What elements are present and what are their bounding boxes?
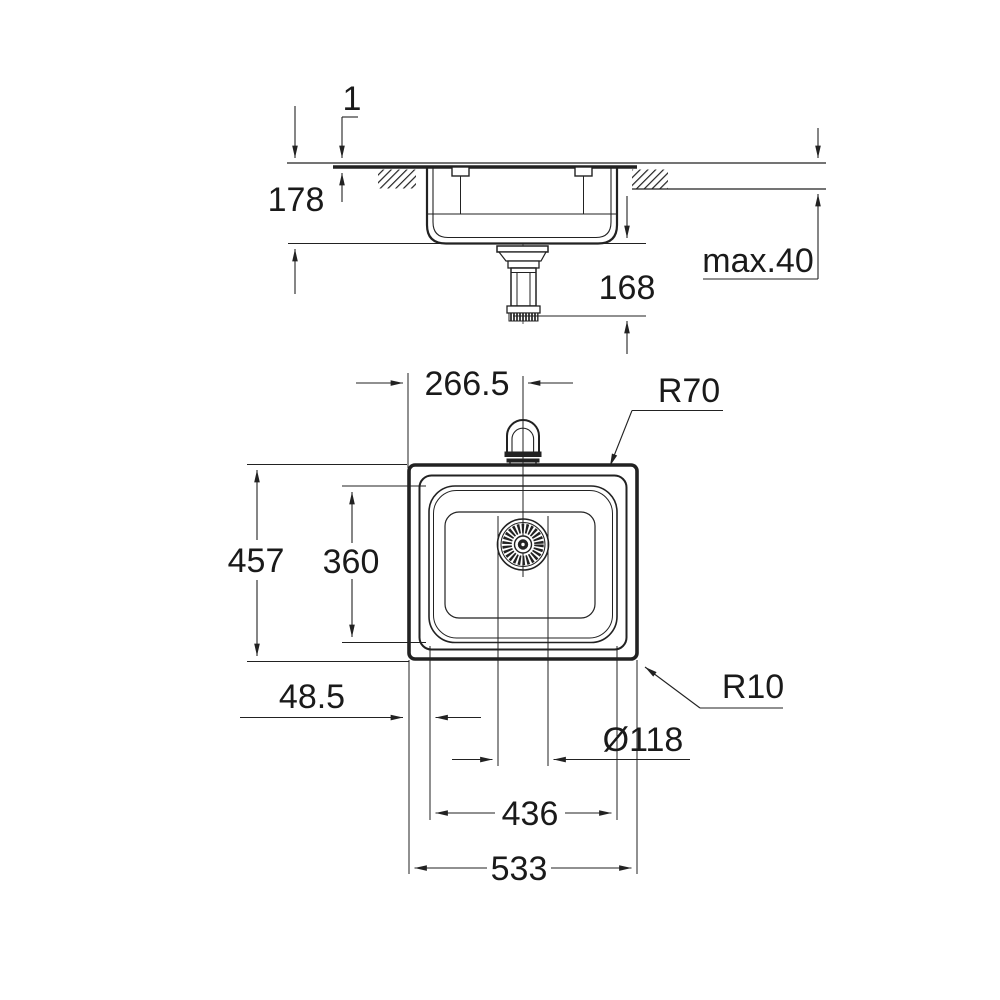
dim-label-drain-diameter: Ø118 — [602, 721, 684, 759]
dim-label-bowl-depth: 360 — [322, 543, 380, 581]
bowl-bottom — [444, 511, 596, 619]
dim-168-lines — [513, 196, 646, 354]
dim-label-counter-thickness: max.40 — [702, 242, 814, 280]
dim-label-overall-depth: 457 — [227, 542, 285, 580]
top-view-plan — [240, 373, 783, 874]
dim-label-outer-corner-radius: R10 — [721, 668, 785, 706]
dim-label-tap-center-offset: 266.5 — [424, 365, 510, 403]
basin-outline — [425, 167, 619, 245]
dim-label-rim-height: 1 — [342, 80, 362, 118]
bowl-opening-inner — [433, 490, 613, 639]
counter-hatch-left — [378, 169, 416, 189]
dim-label-bowl-width: 436 — [501, 795, 559, 833]
dim-rim-height-lines — [339, 116, 358, 202]
dim-max40-lines — [703, 128, 821, 280]
leader-r10 — [644, 666, 783, 709]
dim-label-overall-width: 533 — [490, 850, 548, 888]
basin-inner-wall — [432, 167, 612, 239]
bowl-opening — [428, 485, 618, 644]
dim-label-edge-offset: 48.5 — [278, 678, 346, 716]
sink-outer-edge — [407, 463, 639, 661]
side-view-section — [287, 106, 826, 354]
drain-strainer — [496, 518, 550, 571]
drain-assembly-side — [496, 243, 549, 324]
dim-label-bowl-corner-radius: R70 — [657, 372, 721, 410]
leader-r70 — [609, 409, 723, 467]
counter-hatch-right — [632, 169, 668, 189]
dim-label-drain-clearance: 168 — [598, 269, 656, 307]
extension-lines — [247, 373, 638, 874]
dim-label-installation-depth: 178 — [267, 181, 325, 219]
faucet-icon — [504, 419, 542, 465]
sink-rim-inner-edge — [418, 474, 628, 651]
mounting-clips — [451, 166, 593, 214]
